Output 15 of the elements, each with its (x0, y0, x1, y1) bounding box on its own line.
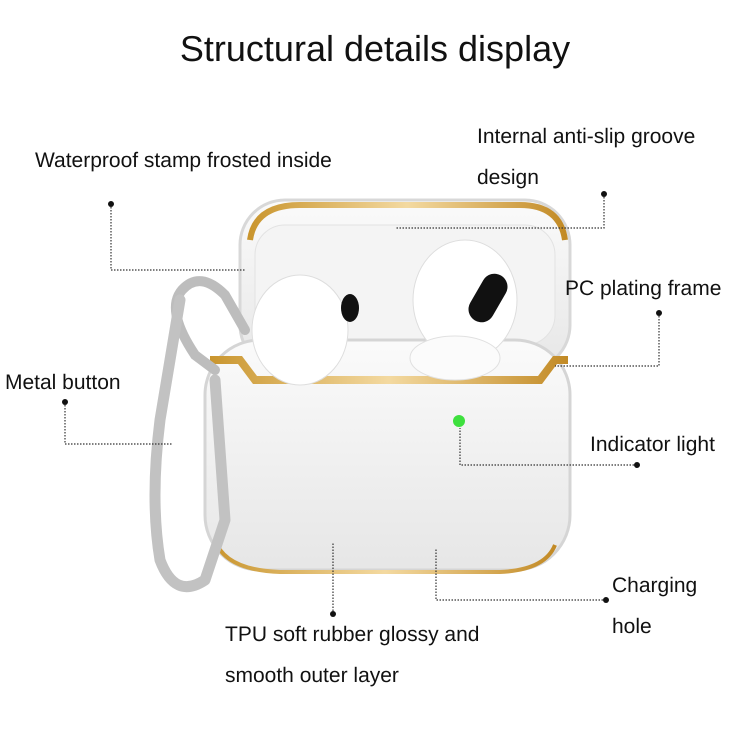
callout-text: Charging hole (612, 565, 722, 647)
callout-text: Internal anti-slip groove design (477, 116, 747, 198)
callout-text: TPU soft rubber glossy and smooth outer layer (225, 614, 535, 696)
leader-line (459, 428, 640, 468)
leader-line (555, 310, 662, 367)
callout-text: PC plating frame (565, 268, 750, 309)
leader-line (108, 201, 245, 271)
leader-line (395, 191, 607, 229)
title: Structural details display (178, 28, 572, 70)
callout-text: Waterproof stamp frosted inside (35, 140, 335, 181)
callout-text: Indicator light (590, 424, 750, 465)
leader-line (435, 548, 609, 603)
leader-line (330, 543, 336, 617)
leader-line (62, 399, 172, 445)
callout-text: Metal button (5, 362, 165, 403)
